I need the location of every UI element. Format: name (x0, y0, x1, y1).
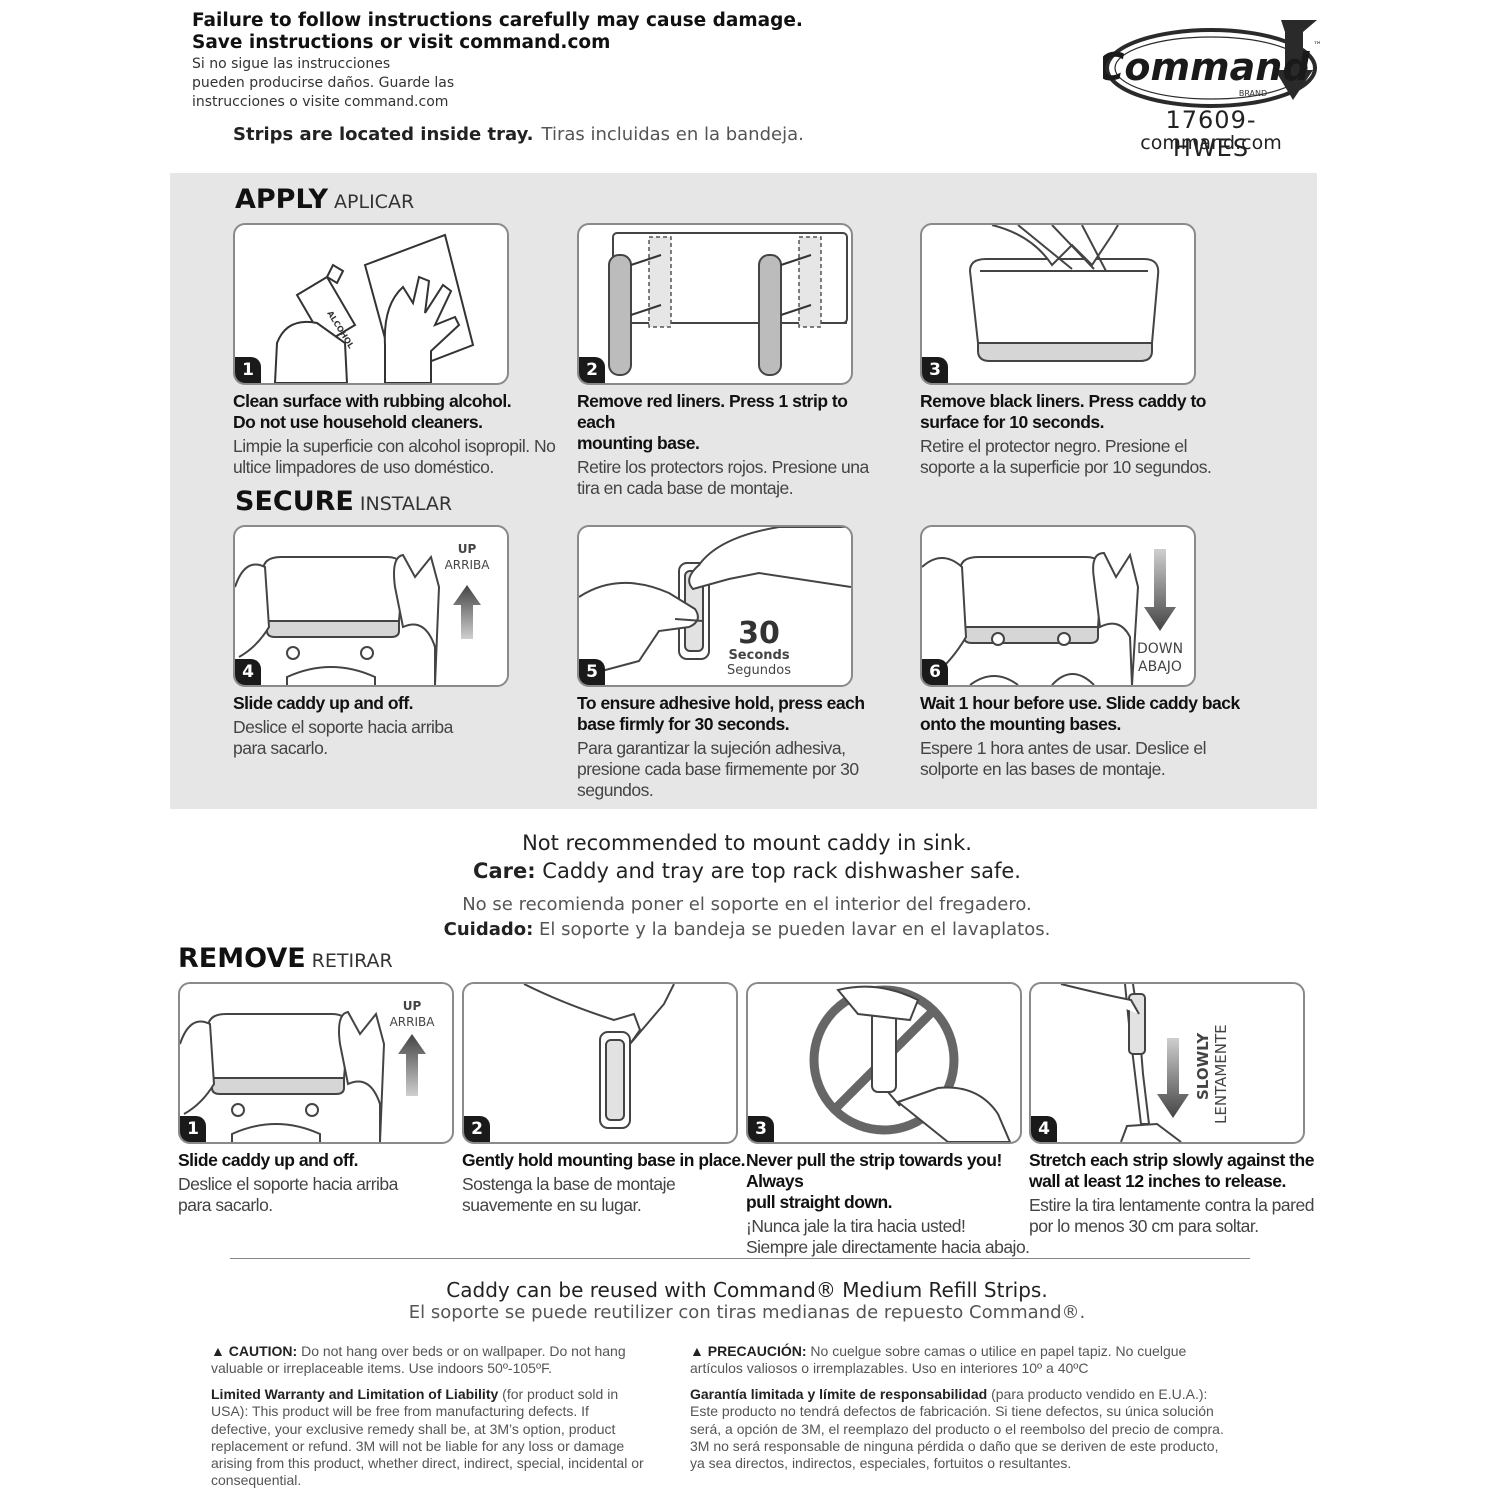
caution-spanish: ▲ PRECAUCIÓN: No cuelgue sobre camas o u… (690, 1343, 1187, 1377)
slide-caddy-up-icon: UP ARRIBA (180, 999, 436, 1142)
warning-spanish: Si no sigue las instrucciones pueden pro… (192, 56, 455, 110)
slide-caddy-up-icon: UP ARRIBA (235, 542, 491, 685)
apply-step-2-caption: Remove red liners. Press 1 strip to each… (577, 391, 869, 498)
sink-note-spanish: No se recomienda poner el soporte en el … (462, 894, 1032, 915)
logo-tm: ™ (1313, 41, 1322, 51)
step-number: 1 (180, 1116, 206, 1142)
logo-brand-sub: BRAND (1239, 89, 1267, 98)
up-label: UP (403, 999, 422, 1013)
press-caddy-icon (968, 225, 1160, 362)
warranty-spanish: Garantía limitada y límite de responsabi… (690, 1386, 1224, 1472)
remove-step-4-caption: Stretch each strip slowly against the wa… (1029, 1150, 1314, 1236)
care-note: Care: Caddy and tray are top rack dishwa… (473, 859, 1021, 883)
up-label: UP (458, 542, 477, 556)
remove-step-3-illustration: 3 (746, 982, 1022, 1144)
segundos-label: Segundos (727, 663, 791, 678)
step-number: 1 (235, 357, 261, 383)
press-base-icon: 30 Seconds Segundos (579, 527, 851, 678)
down-arrow-icon (1157, 1038, 1189, 1118)
model-number: 17609-HWES (1165, 106, 1257, 162)
step-number: 4 (235, 659, 261, 685)
step-number: 3 (922, 357, 948, 383)
remove-step-1-illustration: UP ARRIBA 1 (178, 982, 454, 1144)
apply-step-3-caption: Remove black liners. Press caddy to surf… (920, 391, 1212, 477)
slowly-label: SLOWLY (1194, 1032, 1212, 1100)
warranty-english: Limited Warranty and Limitation of Liabi… (211, 1386, 644, 1489)
secure-step-4-caption: Slide caddy up and off. Deslice el sopor… (233, 693, 453, 758)
remove-step-2-caption: Gently hold mounting base in place. Sost… (462, 1150, 745, 1215)
step-number: 4 (1031, 1116, 1057, 1142)
sink-note: Not recommended to mount caddy in sink. (522, 831, 972, 855)
warning-english: Failure to follow instructions carefully… (192, 10, 803, 53)
down-label: DOWN (1137, 641, 1183, 657)
reuse-note-spanish: El soporte se puede reutilizer con tiras… (408, 1302, 1086, 1323)
secure-step-4-illustration: UP ARRIBA 4 (233, 525, 509, 687)
divider (230, 1258, 1250, 1259)
apply-step-1-illustration: ALCOHOL 1 (233, 223, 509, 385)
do-not-pull-icon (809, 985, 1012, 1142)
command-logo: Command BRAND ™ (1103, 20, 1322, 108)
up-arrow-icon (453, 585, 481, 639)
stretch-strip-icon: SLOWLY LENTAMENTE (1060, 984, 1230, 1142)
logo-wordmark: Command (1103, 45, 1310, 89)
step-number: 3 (748, 1116, 774, 1142)
apply-step-3-illustration: 3 (920, 223, 1196, 385)
strips-location-note: Strips are located inside tray.Tiras inc… (233, 124, 804, 145)
brand-url: command.com (1140, 132, 1282, 154)
remove-step-1-caption: Slide caddy up and off. Deslice el sopor… (178, 1150, 398, 1215)
step-number: 2 (464, 1116, 490, 1142)
step-number: 6 (922, 659, 948, 685)
lentamente-label: LENTAMENTE (1212, 1024, 1230, 1124)
hold-base-icon (523, 984, 675, 1129)
remove-step-4-illustration: SLOWLY LENTAMENTE 4 (1029, 982, 1305, 1144)
apply-step-1-caption: Clean surface with rubbing alcohol. Do n… (233, 391, 556, 477)
alcohol-wipe-icon: ALCOHOL (273, 233, 475, 383)
seconds-count: 30 (738, 616, 780, 651)
apply-step-2-illustration: 2 (577, 223, 853, 385)
arriba-label: ARRIBA (445, 558, 491, 572)
reuse-note: Caddy can be reused with Command® Medium… (446, 1278, 1048, 1302)
abajo-label: ABAJO (1138, 659, 1182, 675)
seconds-label: Seconds (728, 648, 789, 663)
remove-step-2-illustration: 2 (462, 982, 738, 1144)
secure-step-6-caption: Wait 1 hour before use. Slide caddy back… (920, 693, 1240, 779)
slide-caddy-down-icon: DOWN ABAJO (922, 549, 1183, 685)
caution-english: ▲ CAUTION: Do not hang over beds or on w… (211, 1343, 626, 1377)
step-number: 5 (579, 659, 605, 685)
down-arrow-icon (1144, 549, 1176, 631)
secure-step-5-illustration: 30 Seconds Segundos 5 (577, 525, 853, 687)
care-note-spanish: Cuidado: El soporte y la bandeja se pued… (443, 919, 1051, 940)
arriba-label: ARRIBA (390, 1015, 436, 1029)
up-arrow-icon (398, 1034, 426, 1096)
step-number: 2 (579, 357, 605, 383)
secure-step-5-caption: To ensure adhesive hold, press each base… (577, 693, 865, 800)
remove-step-3-caption: Never pull the strip towards you! Always… (746, 1150, 1030, 1257)
secure-step-6-illustration: DOWN ABAJO 6 (920, 525, 1196, 687)
mounting-strip-icon (608, 232, 848, 376)
